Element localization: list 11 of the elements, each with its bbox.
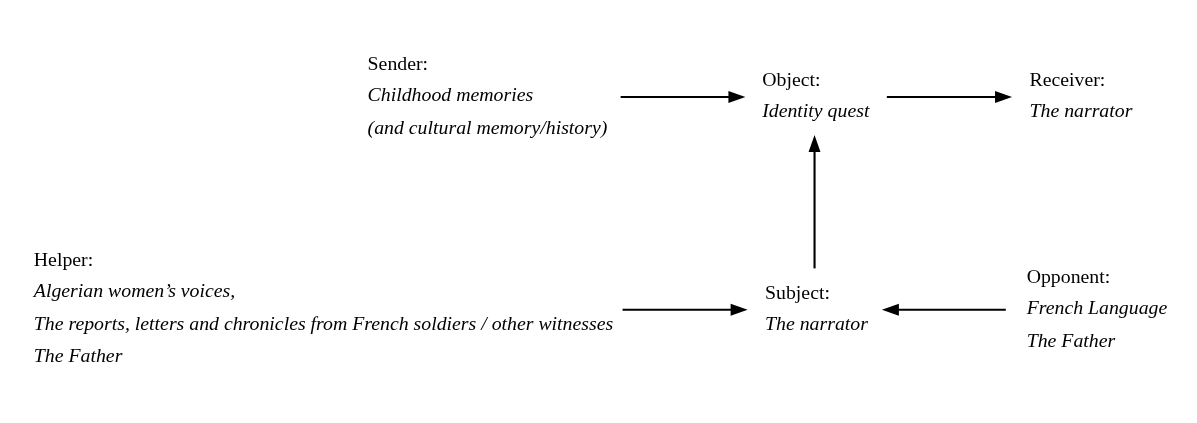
arrow xyxy=(620,91,746,103)
arrow xyxy=(808,135,821,269)
node-text: Object: Identity quest xyxy=(762,67,870,122)
node-text: Sender: Childhood memories (and cultural memory/history) xyxy=(367,52,608,138)
arrow xyxy=(881,303,1006,316)
arrow xyxy=(622,303,748,316)
node-text: Helper: Algerian women’s voices, The reports, letters and chronicles from French soldiers / other witnesses The Father xyxy=(33,248,614,367)
arrow xyxy=(886,91,1013,103)
node-text: Opponent: French Language The Father xyxy=(1026,265,1168,351)
node-text: Receiver: The narrator xyxy=(1029,67,1133,122)
node-text: Subject: The narrator xyxy=(765,280,868,334)
